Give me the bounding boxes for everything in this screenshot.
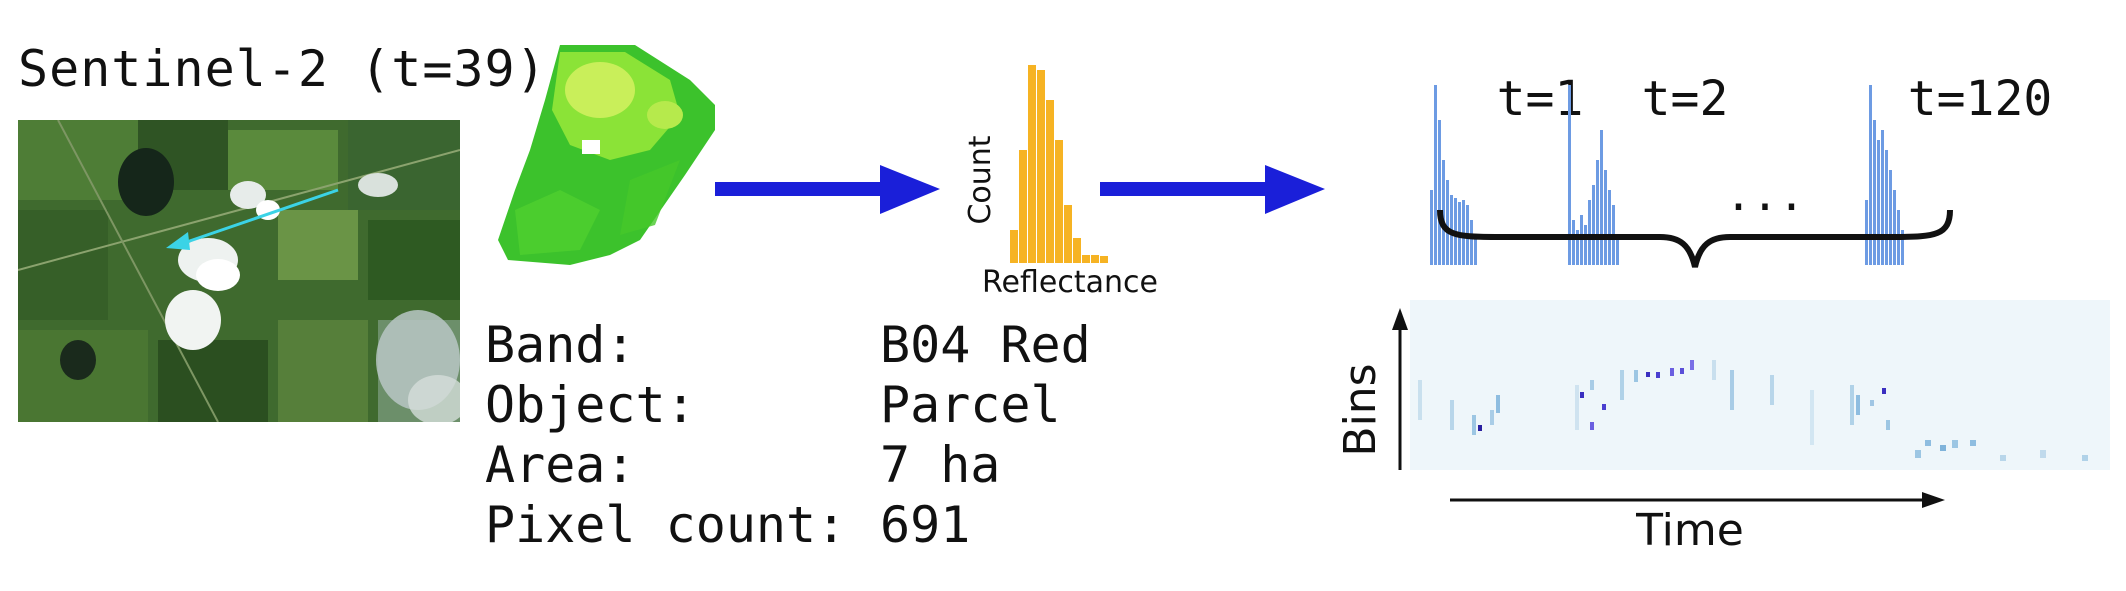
meta-row-pixel-count: Pixel count: 691	[485, 495, 1091, 555]
hist-x-label: Reflectance	[982, 265, 1158, 300]
satellite-image	[18, 120, 460, 422]
cyan-pointer-line	[177, 188, 339, 247]
hist-bar	[1046, 100, 1054, 263]
cyan-pointer-head	[166, 232, 190, 250]
heatmap-x-label: Time	[1635, 505, 1744, 550]
metadata-table: Band: B04 Red Object: Parcel Area: 7 ha …	[485, 315, 1091, 555]
masked-pixel	[582, 140, 600, 154]
timestep-label: t=120	[1908, 71, 2053, 127]
meta-value: Parcel	[880, 376, 1061, 434]
x-axis-arrow	[1922, 492, 1945, 508]
hist-bar	[1037, 70, 1045, 263]
meta-value: 691	[880, 496, 971, 554]
meta-row-object: Object: Parcel	[485, 375, 1091, 435]
meta-row-band: Band: B04 Red	[485, 315, 1091, 375]
heatmap-y-label: Bins	[1340, 363, 1386, 456]
meta-key: Object:	[485, 376, 696, 434]
histogram-bars	[1010, 65, 1108, 263]
flow-arrow-2	[1100, 165, 1325, 214]
hist-bar	[1082, 255, 1090, 263]
hist-bar	[1055, 140, 1063, 263]
ellipsis: ...	[1725, 170, 1804, 221]
flow-arrow-1	[715, 165, 940, 214]
meta-key: Band:	[485, 316, 636, 374]
timestep-label: t=2	[1642, 71, 1729, 127]
meta-key: Pixel count:	[485, 496, 847, 554]
hist-bar	[1019, 150, 1027, 263]
reflectance-histogram: Count Reflectance	[963, 65, 1158, 300]
hist-y-label: Count	[963, 135, 998, 224]
y-axis-arrow	[1392, 308, 1408, 330]
meta-value: B04 Red	[880, 316, 1091, 374]
time-bins-heatmap: Bins Time	[1340, 300, 2110, 550]
hist-bar	[1100, 256, 1108, 263]
hist-bar	[1073, 238, 1081, 263]
grouping-brace	[1437, 209, 1953, 268]
meta-row-area: Area: 7 ha	[485, 435, 1091, 495]
meta-value: 7 ha	[880, 436, 1001, 494]
image-title: Sentinel-2 (t=39)	[18, 40, 547, 98]
hist-bar	[1028, 65, 1036, 263]
heatmap-background	[1410, 300, 2110, 470]
hist-bar	[1064, 205, 1072, 263]
parcel-crop	[498, 45, 715, 265]
hist-bar	[1091, 255, 1099, 263]
heatmap-cells	[1418, 360, 2088, 461]
meta-key: Area:	[485, 436, 636, 494]
hist-bar	[1010, 230, 1018, 263]
